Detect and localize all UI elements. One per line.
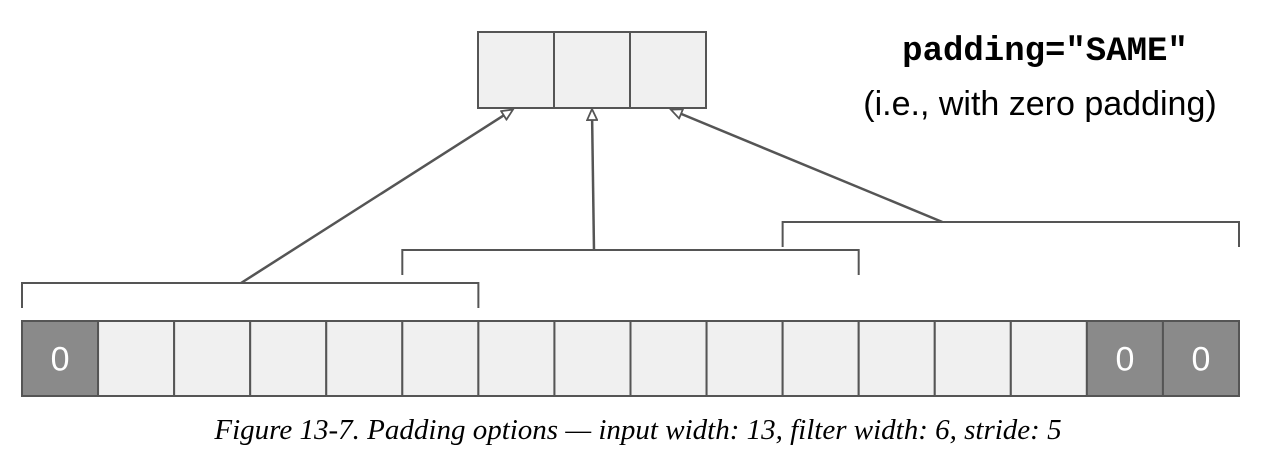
input-cell (933, 320, 1012, 397)
output-cell (477, 31, 555, 109)
padding-cell (1085, 320, 1164, 397)
input-cell (97, 320, 176, 397)
padding-cell (1161, 320, 1240, 397)
padding-diagram: 0 0 0 padding="SAME" (i.e., with zero padd… (21, 31, 1240, 397)
input-cell (249, 320, 328, 397)
padding-subtitle: (i.e., with zero padding) (863, 85, 1216, 123)
receptive-field-brackets (21, 221, 1240, 308)
arrow (240, 110, 512, 285)
input-cell (325, 320, 404, 397)
padding-title: padding="SAME" (902, 33, 1188, 71)
arrow (592, 110, 594, 251)
input-cell (553, 320, 632, 397)
output-cell (629, 31, 707, 109)
padding-cell (21, 320, 100, 397)
input-row: 0 0 0 (21, 320, 1240, 397)
input-cell (173, 320, 252, 397)
input-cell (401, 320, 480, 397)
input-cell (857, 320, 936, 397)
receptive-field-bracket (21, 282, 480, 308)
input-cell (781, 320, 860, 397)
output-cell (553, 31, 631, 109)
receptive-field-bracket (401, 249, 860, 275)
receptive-field-bracket (781, 221, 1240, 247)
input-cell (477, 320, 556, 397)
input-cell (629, 320, 708, 397)
figure-caption: Figure 13-7. Padding options — input wid… (214, 414, 1062, 446)
arrows (240, 110, 943, 285)
input-cell (1009, 320, 1088, 397)
input-cell (705, 320, 784, 397)
arrow (672, 110, 943, 224)
padding-cell-label: 0 (51, 341, 70, 379)
padding-cell-label: 0 (1115, 341, 1134, 379)
padding-cell-label: 0 (1192, 341, 1211, 379)
output-row (477, 31, 707, 109)
